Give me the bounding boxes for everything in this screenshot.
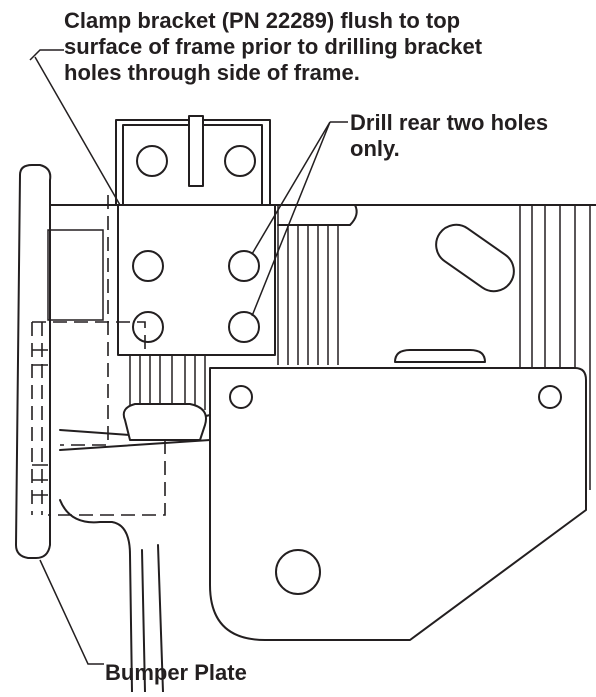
bracket-hole-front-lower [132, 311, 164, 343]
clamp-leader-hook [29, 49, 64, 61]
bracket-top-tab [115, 115, 271, 206]
drill-instruction-line-2: only. [350, 136, 400, 161]
leader-lines [29, 49, 348, 665]
bracket-hole-rear-upper [228, 250, 260, 282]
clamp-bracket [117, 204, 276, 356]
frame-rail [47, 204, 596, 490]
frame-ribs [122, 204, 486, 441]
frame-leg [59, 499, 164, 693]
hidden-lines [31, 195, 166, 516]
clamp-instruction-line-1: Clamp bracket (PN 22289) flush to top [64, 8, 461, 33]
bracket-hole-front-upper [132, 250, 164, 282]
clamp-leader [34, 56, 121, 206]
clamp-instruction-line-3: holes through side of frame. [64, 60, 360, 85]
bumper-leader [39, 559, 104, 665]
mounting-plate [209, 367, 587, 641]
clamp-instruction-line-2: surface of frame prior to drilling brack… [64, 34, 483, 59]
drill-leader-lower [251, 121, 331, 317]
bumper-plate-label: Bumper Plate [105, 660, 247, 686]
bracket-hole-rear-lower [228, 311, 260, 343]
clamp-bracket-instruction: Clamp bracket (PN 22289) flush to top su… [64, 8, 482, 86]
bumper-plate [15, 164, 104, 559]
bumper-plate-label-text: Bumper Plate [105, 660, 247, 685]
drill-holes-instruction: Drill rear two holes only. [350, 110, 548, 162]
drill-leader-upper [251, 121, 331, 255]
drill-instruction-line-1: Drill rear two holes [350, 110, 549, 135]
